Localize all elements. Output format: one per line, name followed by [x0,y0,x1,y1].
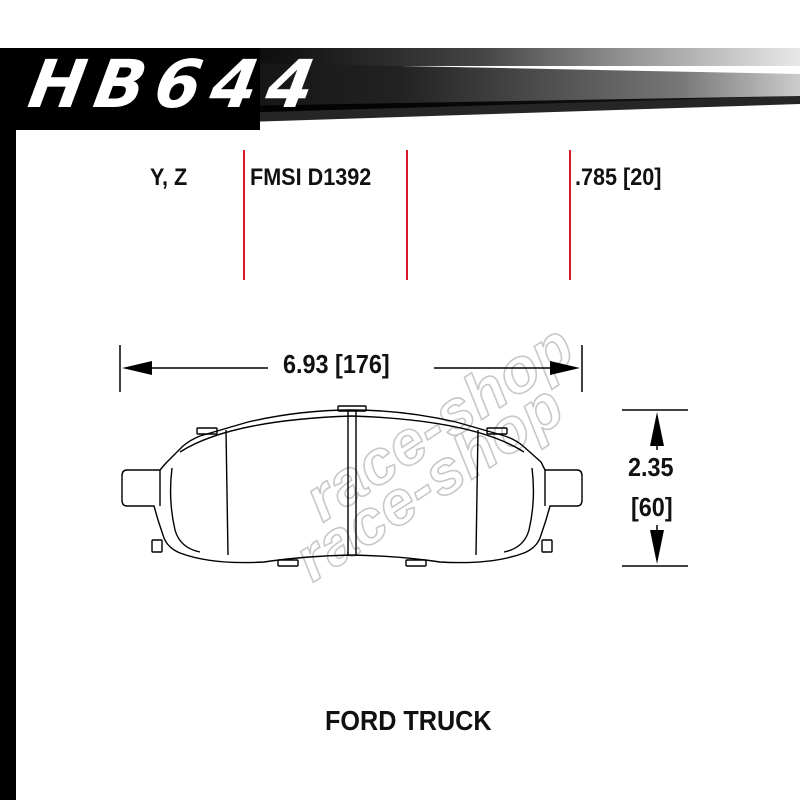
width-dimension-line [119,345,583,392]
height-dimension-inches: 2.35 [628,452,674,482]
thickness-label: .785 [20] [575,164,662,191]
height-dimension-mm: [60] [631,492,673,522]
separator-line-1 [243,150,245,280]
header-bar [0,48,800,130]
pad-compounds-label: Y, Z [150,164,188,191]
separator-line-3 [569,150,571,280]
brake-pad-outline [121,405,583,567]
height-dimension-line [622,409,688,567]
separator-line-2 [406,150,408,280]
application-label: FORD TRUCK [325,705,492,736]
left-border [0,128,16,800]
width-dimension-label: 6.93 [176] [283,349,390,379]
fmsi-number-label: FMSI D1392 [250,164,372,191]
